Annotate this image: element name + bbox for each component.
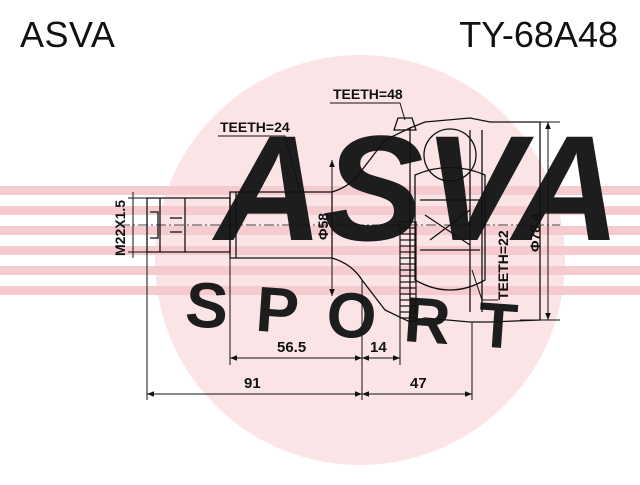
outer-housing [393,117,541,323]
label-thread: M22X1.5 [112,200,128,256]
horizontal-dims [146,252,473,400]
dim-58 [128,121,560,321]
dim-label-91: 91 [244,375,261,392]
label-diameter-78-4: Φ78.4 [527,213,543,252]
dim-label-14: 14 [370,339,387,356]
dim-label-56-5: 56.5 [277,339,306,356]
abs-ring [399,221,417,319]
part-number: TY-68A48 [459,14,618,55]
brand-title: ASVA [20,14,116,55]
label-diameter-58: Φ58 [315,213,331,240]
watermark: ASVA SPORT [0,55,640,465]
watermark-stripes [0,186,640,295]
dim-label-47: 47 [410,375,427,392]
leaders [218,102,498,301]
shaft-body [185,126,411,324]
label-teeth-48: TEETH=48 [333,86,403,102]
watermark-circle [155,55,565,465]
label-teeth-22: TEETH=22 [495,230,511,300]
label-teeth-24: TEETH=24 [220,119,290,135]
